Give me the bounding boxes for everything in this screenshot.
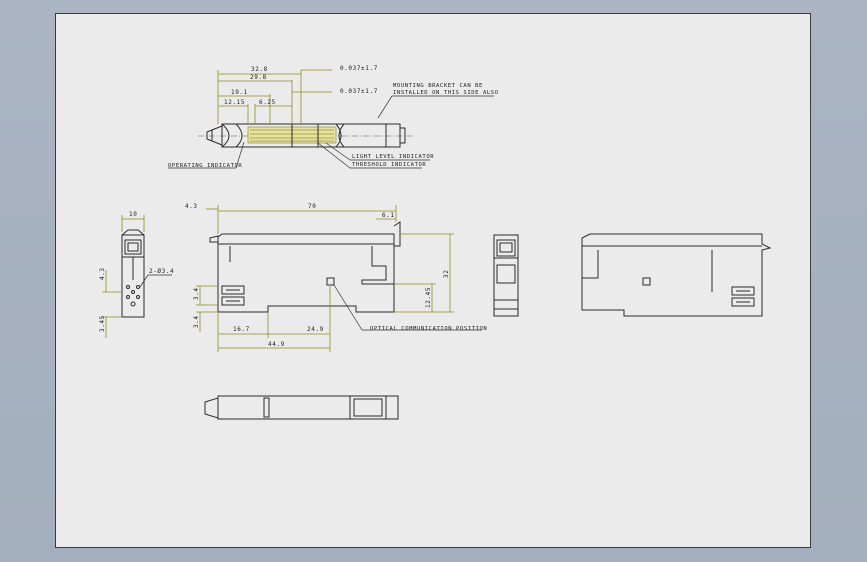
note-mounting-1: MOUNTING BRACKET CAN BE — [393, 83, 483, 89]
dim-side-v1: 4.3 — [99, 267, 106, 280]
note-light: LIGHT LEVEL INDICATOR — [352, 154, 434, 160]
front-view: 70 4.3 6.1 32 12.45 3.4 3.4 16.7 — [185, 203, 487, 352]
dim-front-right-top: 6.1 — [382, 212, 395, 219]
dim-side-width: 10 — [129, 211, 137, 218]
note-operating: OPERATING INDICATOR — [168, 163, 242, 169]
drawing-sheet — [55, 13, 811, 548]
note-mounting-2: INSTALLED ON THIS SIDE ALSO — [393, 90, 499, 96]
dim-top-r1: 0.037±1.7 — [340, 65, 378, 72]
dim-front-left-b: 3.4 — [193, 315, 200, 328]
dim-front-right-mid: 12.45 — [425, 287, 432, 308]
end-view — [493, 234, 519, 317]
dim-front-overall: 70 — [308, 203, 316, 210]
side-view: 10 2-Ø3.4 4.3 3.45 — [99, 211, 174, 338]
dim-front-b2: 24.9 — [307, 326, 324, 333]
dim-front-b1: 16.7 — [233, 326, 250, 333]
bottom-view — [204, 395, 399, 420]
dim-top-d5: 6.25 — [259, 99, 276, 106]
note-threshold: THRESHOLD INDICATOR — [352, 162, 426, 168]
dim-top-d3: 19.1 — [231, 89, 248, 96]
dim-front-top-left: 4.3 — [185, 203, 198, 210]
dim-top-d2: 29.8 — [250, 74, 267, 81]
dim-top-r2: 0.037±1.7 — [340, 88, 378, 95]
dim-front-height: 32 — [443, 270, 450, 278]
dim-top-d1: 32.8 — [251, 66, 268, 73]
top-view: 32.8 29.8 19.1 12.15 6.25 0.037±1.7 0.03… — [168, 65, 499, 169]
dim-side-v2: 3.45 — [99, 315, 106, 332]
rear-view — [581, 233, 772, 317]
dim-front-left-a: 3.4 — [193, 287, 200, 300]
dim-side-hole: 2-Ø3.4 — [149, 268, 174, 275]
dim-top-d4: 12.15 — [224, 99, 245, 106]
note-optical: OPTICAL COMMUNICATION POSITION — [370, 326, 487, 332]
dim-front-b3: 44.9 — [268, 341, 285, 348]
